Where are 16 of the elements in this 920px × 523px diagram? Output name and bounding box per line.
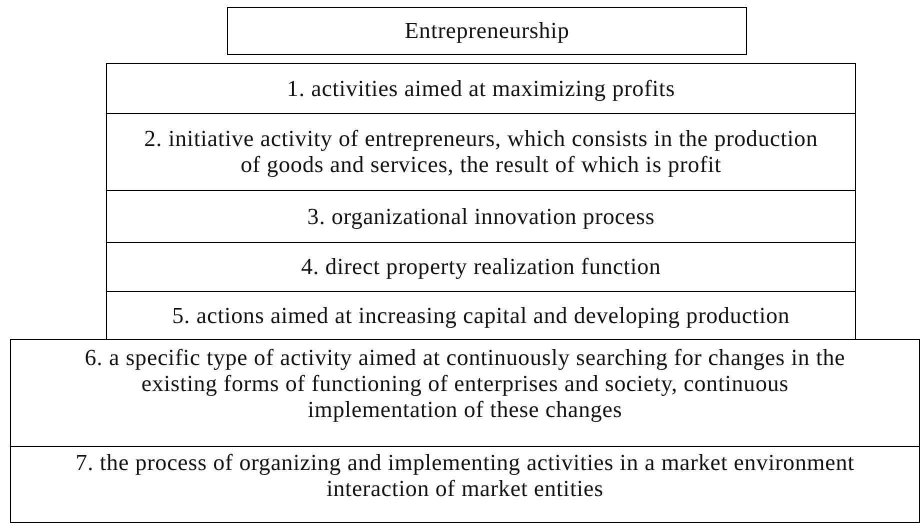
- box-text: 5. actions aimed at increasing capital and developing production: [171, 302, 791, 328]
- title-box: [227, 7, 747, 55]
- definition-box: [106, 113, 856, 191]
- box-text: 6. a specific type of activity aimed at continuously searching for changes in the existing forms of functioning of enterprises and society, continuous implementation of these changes: [84, 345, 846, 423]
- box-text: 3. organizational innovation process: [306, 204, 656, 230]
- definition-box: [106, 190, 856, 243]
- box-text: 2. initiative activity of entrepreneurs, which consists in the production of goods and services, the result of which is profit: [143, 126, 819, 178]
- definition-box: [106, 242, 856, 292]
- box-text: 1. activities aimed at maximizing profits: [286, 76, 676, 102]
- box-text: 4. direct property realization function: [300, 254, 662, 280]
- box-text: 7. the process of organizing and implementing activities in a market environment interaction of market entities: [74, 450, 856, 502]
- definition-box: [106, 291, 856, 340]
- definition-box: [10, 446, 920, 523]
- definition-box: [10, 339, 920, 447]
- definition-box: [106, 63, 856, 114]
- box-text: Entrepreneurship: [404, 18, 570, 44]
